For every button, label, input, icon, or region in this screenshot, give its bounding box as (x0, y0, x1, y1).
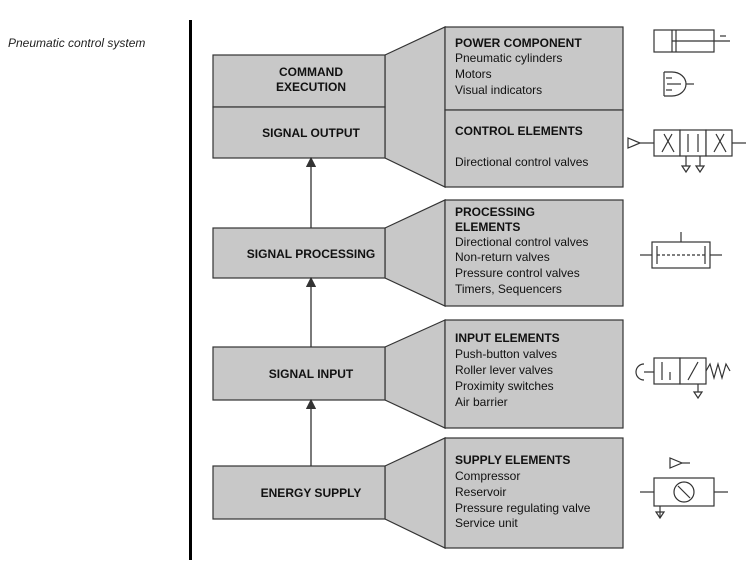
processing-title-line1: PROCESSING (455, 205, 535, 219)
supply-item: Pressure regulating valve (455, 501, 591, 515)
double-piston-cylinder-icon (640, 232, 722, 269)
processing-title-line2: ELEMENTS (455, 220, 520, 234)
stage-command-line2: EXECUTION (276, 80, 346, 94)
stage-signal-output: SIGNAL OUTPUT (262, 126, 360, 140)
processing-item: Directional control valves (455, 235, 588, 249)
vertical-divider (189, 20, 192, 560)
control-elements-box (444, 109, 624, 188)
power-item: Visual indicators (455, 83, 542, 97)
connector-command-output (384, 26, 446, 188)
signal-input-box (212, 346, 386, 401)
input-item: Push-button valves (455, 347, 557, 361)
stage-energy-supply: ENERGY SUPPLY (261, 486, 362, 500)
input-item: Proximity switches (455, 379, 554, 393)
connector-supply (384, 437, 446, 549)
power-item: Pneumatic cylinders (455, 51, 562, 65)
stage-signal-processing: SIGNAL PROCESSING (247, 247, 375, 261)
energy-supply-box (212, 465, 386, 520)
supply-item: Service unit (455, 516, 518, 530)
processing-item: Pressure control valves (455, 266, 580, 280)
processing-item: Timers, Sequencers (455, 282, 562, 296)
input-item: Roller lever valves (455, 363, 553, 377)
control-item: Directional control valves (455, 155, 588, 169)
input-item: Air barrier (455, 395, 508, 409)
stage-command-line1: COMMAND (279, 65, 343, 79)
processing-elements-box (444, 199, 624, 307)
motor-icon (663, 71, 694, 97)
power-component-box (444, 26, 624, 111)
power-item: Motors (455, 67, 492, 81)
command-execution-box (212, 54, 386, 108)
supply-item: Reservoir (455, 485, 506, 499)
directional-valve-icon (627, 129, 746, 174)
push-button-valve-icon (635, 357, 731, 400)
cylinder-icon (653, 29, 730, 53)
power-title: POWER COMPONENT (455, 36, 582, 50)
input-title: INPUT ELEMENTS (455, 331, 560, 345)
control-title: CONTROL ELEMENTS (455, 124, 583, 138)
stage-signal-input: SIGNAL INPUT (269, 367, 354, 381)
signal-processing-box (212, 227, 386, 279)
connector-input (384, 319, 446, 429)
signal-output-box (212, 106, 386, 159)
supply-item: Compressor (455, 469, 520, 483)
service-unit-icon (640, 457, 728, 520)
connector-processing (384, 199, 446, 307)
processing-item: Non-return valves (455, 250, 550, 264)
side-label: Pneumatic control system (8, 36, 146, 50)
supply-title: SUPPLY ELEMENTS (455, 453, 570, 467)
supply-elements-box (444, 437, 624, 549)
input-elements-box (444, 319, 624, 429)
